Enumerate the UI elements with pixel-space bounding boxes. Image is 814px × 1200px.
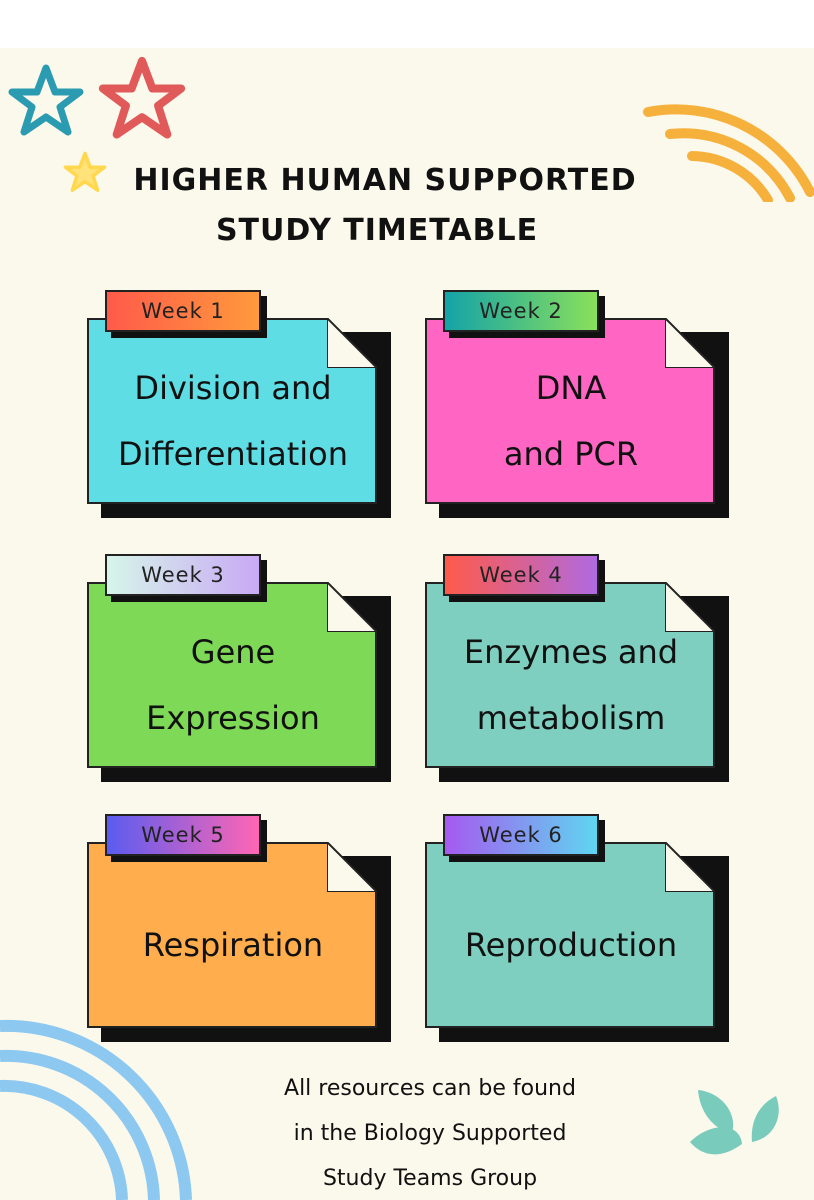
footer-line: in the Biology Supported xyxy=(293,1121,567,1146)
week-1-topic: Division and Differentiation xyxy=(87,338,379,504)
timetable-poster: HIGHER HUMAN SUPPORTED STUDY TIMETABLE W… xyxy=(0,48,814,1200)
folded-corner-icon xyxy=(665,318,715,368)
footer-note: All resources can be found in the Biolog… xyxy=(200,1066,660,1200)
week-1-tab: Week 1 xyxy=(105,290,261,332)
orange-rainbow-decoration xyxy=(643,104,814,202)
yellow-star-icon xyxy=(63,151,107,192)
folded-corner-icon xyxy=(665,582,715,632)
folded-corner-icon xyxy=(327,318,377,368)
blue-star-icon xyxy=(8,64,84,136)
leaf-decoration xyxy=(690,1090,779,1155)
poster-title-line-1: HIGHER HUMAN SUPPORTED xyxy=(133,163,637,198)
week-5-tab: Week 5 xyxy=(105,814,261,856)
topic-line: Differentiation xyxy=(117,435,349,473)
week-6-topic: Reproduction xyxy=(425,862,717,1028)
week-4-topic: Enzymes and metabolism xyxy=(425,602,717,768)
folded-corner-icon xyxy=(665,842,715,892)
topic-line: Division and xyxy=(134,369,332,407)
week-4-tab: Week 4 xyxy=(443,554,599,596)
footer-line: Study Teams Group xyxy=(322,1166,538,1191)
top-bar xyxy=(0,0,814,49)
topic-line: and PCR xyxy=(503,435,639,473)
week-2-topic: DNA and PCR xyxy=(425,338,717,504)
topic-line: Expression xyxy=(146,699,320,737)
topic-line: metabolism xyxy=(476,699,666,737)
folded-corner-icon xyxy=(327,842,377,892)
topic-line: Reproduction xyxy=(464,926,678,964)
blue-rainbow-decoration xyxy=(0,1019,192,1200)
week-3-tab: Week 3 xyxy=(105,554,261,596)
poster-title-line-2: STUDY TIMETABLE xyxy=(215,213,539,248)
week-2-tab: Week 2 xyxy=(443,290,599,332)
week-5-topic: Respiration xyxy=(87,862,379,1028)
topic-line: Gene xyxy=(190,633,276,671)
folded-corner-icon xyxy=(327,582,377,632)
topic-line: Respiration xyxy=(142,926,324,964)
week-3-topic: Gene Expression xyxy=(87,602,379,768)
footer-line: All resources can be found xyxy=(284,1076,576,1101)
red-star-icon xyxy=(98,56,186,139)
week-6-tab: Week 6 xyxy=(443,814,599,856)
topic-line: DNA xyxy=(535,369,607,407)
topic-line: Enzymes and xyxy=(463,633,679,671)
